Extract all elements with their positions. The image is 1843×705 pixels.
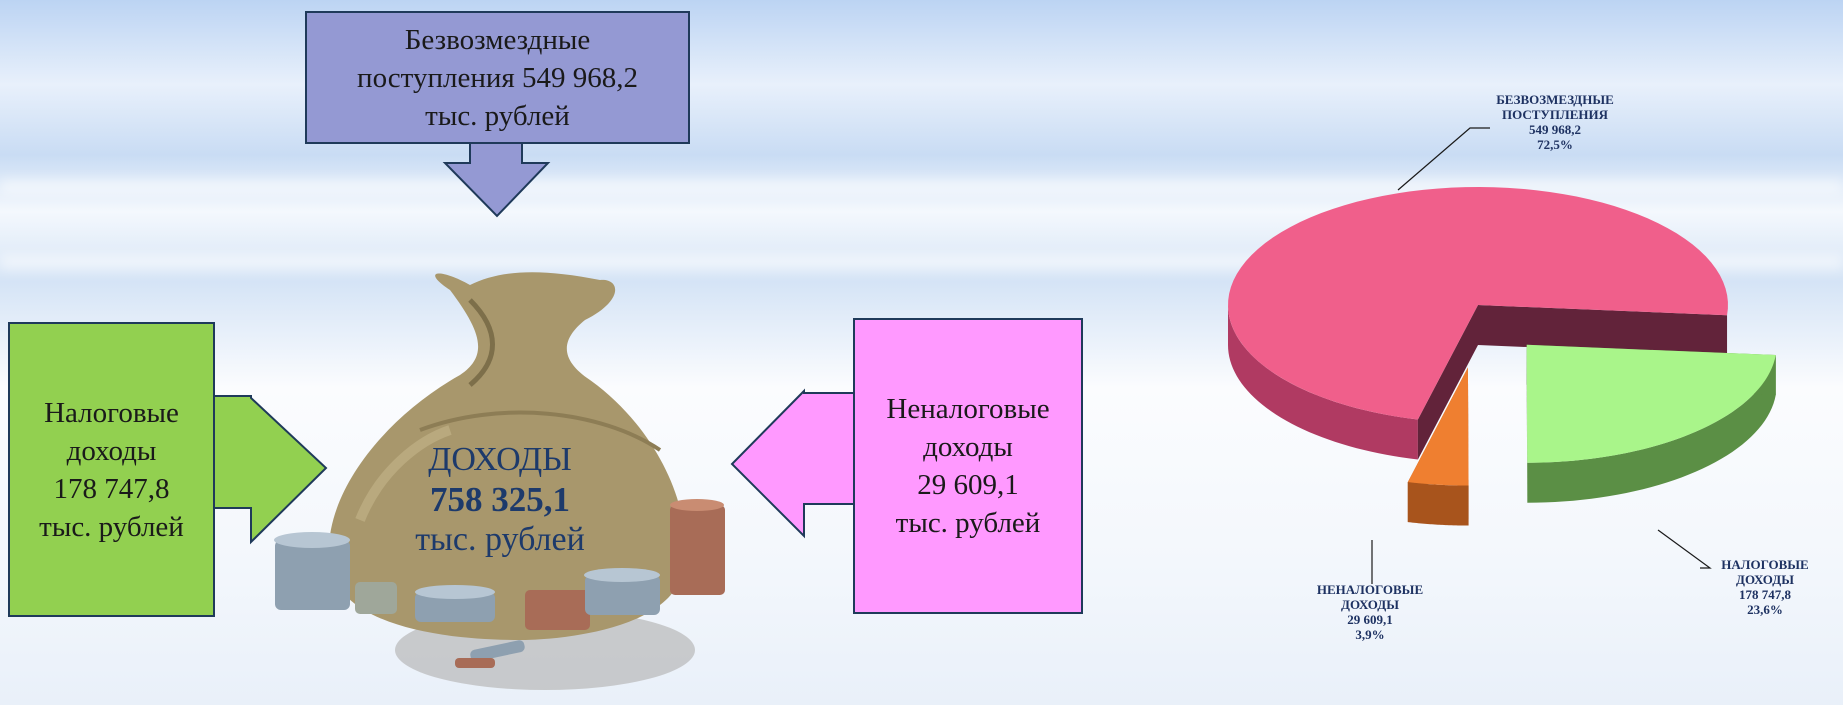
pie-label-2-line2: ДОХОДЫ	[1341, 597, 1399, 612]
pie-slice-0-top	[1228, 187, 1728, 420]
pie-label-2-value: 29 609,1	[1347, 612, 1393, 627]
pie-label-2-line1: НЕНАЛОГОВЫЕ	[1316, 582, 1424, 597]
right-box-line4: тыс. рублей	[895, 507, 1041, 539]
top-box-line2: поступления 549 968,2	[357, 61, 638, 94]
pie-label-1-percent: 23,6%	[1747, 602, 1783, 617]
down-arrow	[442, 142, 551, 218]
bag-unit: тыс. рублей	[415, 521, 585, 558]
pie-label-2-percent: 3,9%	[1355, 627, 1385, 642]
pie-slice-1-top	[1526, 344, 1776, 463]
pie-label-0-percent: 72,5%	[1537, 137, 1573, 152]
pie-slice-2-top	[1407, 367, 1469, 486]
pie-slice-1-wall-1	[1526, 344, 1528, 503]
pie-label-1: НАЛОГОВЫЕ ДОХОДЫ 178 747,8 23,6%	[1700, 557, 1830, 617]
top-box-line3: тыс. рублей	[425, 99, 570, 132]
pie-label-0-line2: ПОСТУПЛЕНИЯ	[1501, 107, 1609, 122]
pie-slice-2	[1407, 367, 1469, 526]
coins-icon	[274, 499, 725, 668]
bag-label: ДОХОДЫ 758 325,1 тыс. рублей	[380, 440, 620, 560]
pie-label-0-value: 549 968,2	[1529, 122, 1581, 137]
left-box-line2: доходы	[66, 434, 157, 467]
pie-label-2: НЕНАЛОГОВЫЕ ДОХОДЫ 29 609,1 3,9%	[1290, 582, 1450, 642]
top-box-line1: Безвозмездные	[404, 23, 591, 56]
pie-slice-0-wall-0	[1417, 305, 1478, 460]
left-box-line1: Налоговые	[44, 396, 179, 429]
pie-slice-0	[1228, 187, 1728, 460]
pie-label-0-line1: БЕЗВОЗМЕЗДНЫЕ	[1496, 92, 1614, 107]
pie-label-1-line2: ДОХОДЫ	[1736, 572, 1794, 587]
pie-slice-0-side	[1228, 305, 1418, 460]
pie-label-1-line1: НАЛОГОВЫЕ	[1721, 557, 1809, 572]
bag-title: ДОХОДЫ	[428, 441, 572, 478]
pie-label-0: БЕЗВОЗМЕЗДНЫЕ ПОСТУПЛЕНИЯ 549 968,2 72,5…	[1440, 92, 1670, 152]
right-box-line1: Неналоговые	[886, 393, 1050, 425]
money-bag-icon	[328, 272, 695, 690]
right-box-line3: 29 609,1	[917, 469, 1019, 501]
pie-leader-line-1	[1657, 529, 1712, 569]
pie-label-1-value: 178 747,8	[1739, 587, 1791, 602]
left-box-line3: 178 747,8	[53, 472, 170, 505]
pie-leader-line-0	[1397, 127, 1490, 191]
pie-slice-1-side	[1527, 355, 1776, 503]
right-box: Неналоговые доходы 29 609,1 тыс. рублей	[853, 318, 1083, 614]
top-box: Безвозмездные поступления 549 968,2 тыс.…	[305, 11, 690, 144]
bag-amount: 758 325,1	[430, 480, 570, 519]
pie-slice-1	[1526, 344, 1776, 503]
right-box-line2: доходы	[923, 431, 1013, 463]
pie-slice-0-wall-1	[1478, 305, 1728, 356]
left-box-line4: тыс. рублей	[39, 510, 184, 543]
left-box: Налоговые доходы 178 747,8 тыс. рублей	[8, 322, 215, 617]
left-arrow	[730, 388, 855, 539]
right-arrow	[213, 395, 328, 545]
